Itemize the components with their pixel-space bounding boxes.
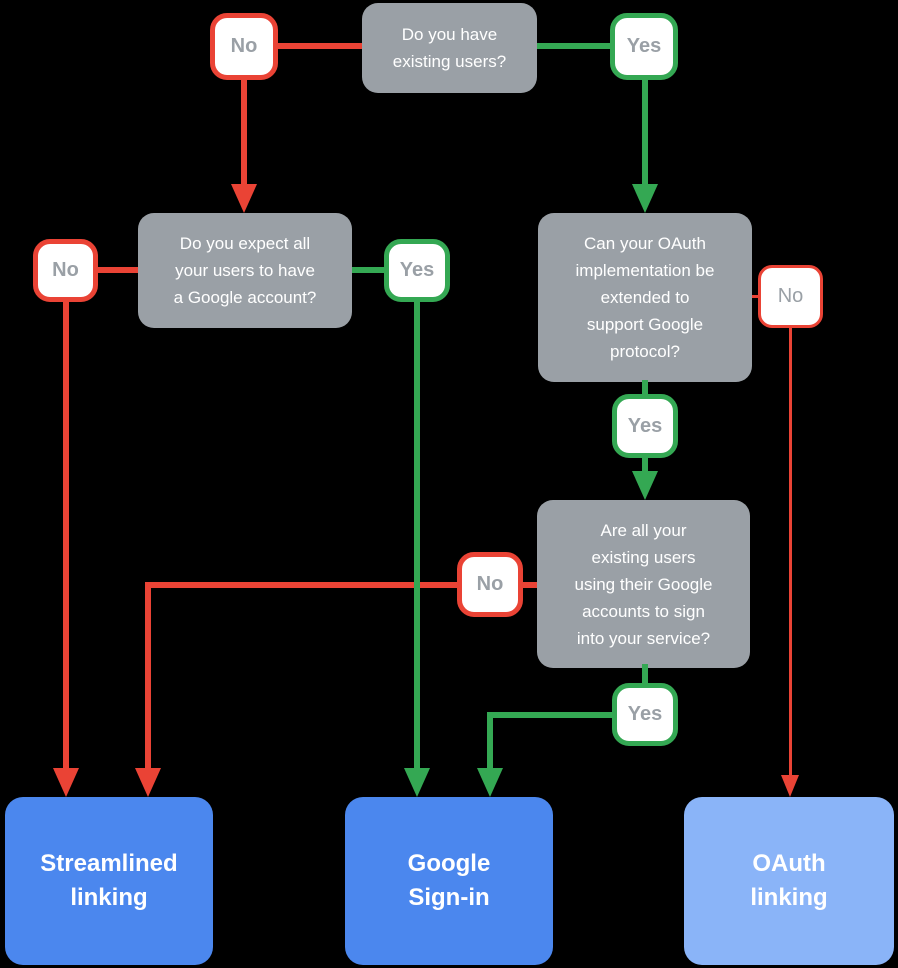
no-label-text: No — [777, 285, 804, 307]
question-existing-users-text: Do you have existing users? — [392, 25, 507, 71]
yes-label-text: Yes — [627, 703, 663, 725]
question-all-users-google-text: Are all your existing users using their … — [574, 520, 713, 648]
outcome-streamlined-linking-text: Streamlined linking — [40, 850, 178, 911]
connector-q3-to-yes3 — [642, 380, 648, 396]
question-oauth-extendable: Can your OAuth implementation be extende… — [538, 213, 752, 382]
yes-label-text: Yes — [399, 259, 435, 281]
question-all-users-google: Are all your existing users using their … — [537, 500, 750, 668]
yes-label-text: Yes — [626, 35, 662, 57]
no-label-text: No — [52, 259, 79, 281]
arrowhead-into-oauth-linking — [781, 775, 799, 797]
outcome-oauth-linking: OAuth linking — [684, 797, 894, 965]
label-yes-oauth-extendable: Yes — [612, 394, 678, 458]
question-oauth-extendable-text: Can your OAuth implementation be extende… — [575, 234, 715, 361]
connector-yes4-down — [487, 712, 493, 770]
connector-yes1-down — [642, 78, 648, 184]
arrowhead-into-streamlined-2 — [135, 768, 161, 797]
connector-yes3-down — [642, 456, 648, 472]
connector-no4-left — [145, 582, 457, 588]
no-label-text: No — [230, 35, 258, 57]
question-expect-google-account-text: Do you expect all your users to have a G… — [173, 234, 317, 307]
connector-q2-to-yes2 — [352, 267, 385, 273]
label-no-oauth-extendable: No — [758, 265, 823, 328]
connector-q3-to-no3 — [752, 295, 758, 298]
arrowhead-into-streamlined-1 — [53, 768, 79, 797]
label-no-expect-google: No — [33, 239, 98, 302]
label-yes-expect-google: Yes — [384, 239, 450, 302]
connector-no1-to-q1 — [278, 43, 362, 49]
outcome-streamlined-linking: Streamlined linking — [5, 797, 213, 965]
label-yes-all-users-google: Yes — [612, 683, 678, 746]
yes-label-text: Yes — [627, 414, 663, 437]
arrowhead-into-google-signin-1 — [404, 768, 430, 797]
label-yes-existing-users: Yes — [610, 13, 678, 80]
connector-q4-to-yes4 — [642, 664, 648, 684]
connector-yes4-left — [487, 712, 612, 718]
connector-no3-down — [789, 328, 792, 775]
arrowhead-into-q4 — [632, 471, 658, 500]
connector-no4-down — [145, 582, 151, 768]
connector-no1-down — [241, 78, 247, 184]
connector-q4-to-no4 — [523, 582, 537, 588]
question-existing-users: Do you have existing users? — [362, 3, 537, 93]
no-label-text: No — [476, 573, 504, 595]
connector-no2-down — [63, 300, 69, 768]
question-expect-google-account: Do you expect all your users to have a G… — [138, 213, 352, 328]
label-no-all-users-google: No — [457, 552, 523, 617]
arrowhead-into-google-signin-2 — [477, 768, 503, 797]
outcome-google-signin-text: Google Sign-in — [407, 850, 491, 911]
connector-yes2-down — [414, 300, 420, 768]
connector-no2-to-q2 — [98, 267, 138, 273]
outcome-oauth-linking-text: OAuth linking — [750, 850, 828, 911]
label-no-existing-users: No — [210, 13, 278, 80]
outcome-google-signin: Google Sign-in — [345, 797, 553, 965]
arrowhead-into-q3 — [632, 184, 658, 213]
arrowhead-into-q2 — [231, 184, 257, 213]
connector-q1-to-yes1 — [537, 43, 610, 49]
